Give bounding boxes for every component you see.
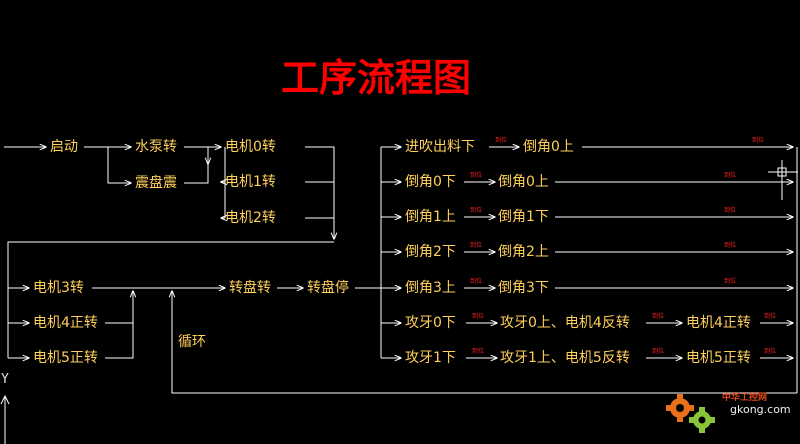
node-chamfer3-up: 倒角3上 bbox=[405, 280, 456, 296]
arrow-note: 到位 bbox=[764, 313, 777, 320]
node-feed-down: 进吹出料下 bbox=[405, 139, 475, 155]
node-motor2: 电机2转 bbox=[225, 210, 276, 226]
arrow-note: 到位 bbox=[495, 137, 508, 144]
watermark-site: gkong.com bbox=[730, 403, 791, 416]
arrow-note: 到位 bbox=[652, 313, 665, 320]
node-chamfer2-down: 倒角2下 bbox=[405, 244, 456, 260]
arrow-note: 到位 bbox=[752, 137, 765, 144]
node-turntable-stop: 转盘停 bbox=[307, 280, 349, 296]
node-motor0: 电机0转 bbox=[225, 139, 276, 155]
gear-logo-icon bbox=[666, 394, 715, 433]
arrow-note: 到位 bbox=[472, 348, 485, 355]
node-start: 启动 bbox=[50, 139, 78, 155]
watermark-text: 中华工控网 bbox=[722, 393, 768, 403]
node-chamfer0-up-a: 倒角0上 bbox=[523, 139, 574, 155]
page-title: 工序流程图 bbox=[281, 56, 472, 100]
node-chamfer0-up-b: 倒角0上 bbox=[498, 174, 549, 190]
node-chamfer1-down: 倒角1下 bbox=[498, 209, 549, 225]
arrow-note: 到位 bbox=[470, 207, 483, 214]
node-loop: 循环 bbox=[178, 334, 206, 350]
node-tap0-up-motor4-rev: 攻牙0上、电机4反转 bbox=[500, 315, 630, 331]
node-turntable-run: 转盘转 bbox=[229, 280, 271, 296]
node-pump: 水泵转 bbox=[135, 139, 177, 155]
arrow-note: 到位 bbox=[652, 348, 665, 355]
node-motor4-fwd: 电机4正转 bbox=[33, 315, 98, 331]
arrow-note: 到位 bbox=[724, 242, 737, 249]
node-motor4-fwd-b: 电机4正转 bbox=[686, 315, 751, 331]
node-motor1: 电机1转 bbox=[225, 174, 276, 190]
node-vibrate: 震盘震 bbox=[135, 175, 177, 191]
arrow-note: 到位 bbox=[764, 348, 777, 355]
node-chamfer1-up: 倒角1上 bbox=[405, 209, 456, 225]
arrow-note: 到位 bbox=[470, 278, 483, 285]
arrow-note: 到位 bbox=[472, 313, 485, 320]
node-tap1-down: 攻牙1下 bbox=[405, 350, 456, 366]
node-chamfer2-up: 倒角2上 bbox=[498, 244, 549, 260]
y-axis-label: Y bbox=[1, 372, 9, 387]
arrow-note: 到位 bbox=[724, 207, 737, 214]
arrow-note: 到位 bbox=[724, 278, 737, 285]
node-motor5-fwd-b: 电机5正转 bbox=[686, 350, 751, 366]
node-tap1-up-motor5-rev: 攻牙1上、电机5反转 bbox=[500, 350, 630, 366]
node-motor3: 电机3转 bbox=[33, 280, 84, 296]
node-tap0-down: 攻牙0下 bbox=[405, 315, 456, 331]
arrow-note: 到位 bbox=[724, 172, 737, 179]
node-chamfer3-down: 倒角3下 bbox=[498, 280, 549, 296]
node-motor5-fwd: 电机5正转 bbox=[33, 350, 98, 366]
arrow-note: 到位 bbox=[470, 172, 483, 179]
arrow-note: 到位 bbox=[470, 242, 483, 249]
node-chamfer0-down: 倒角0下 bbox=[405, 174, 456, 190]
